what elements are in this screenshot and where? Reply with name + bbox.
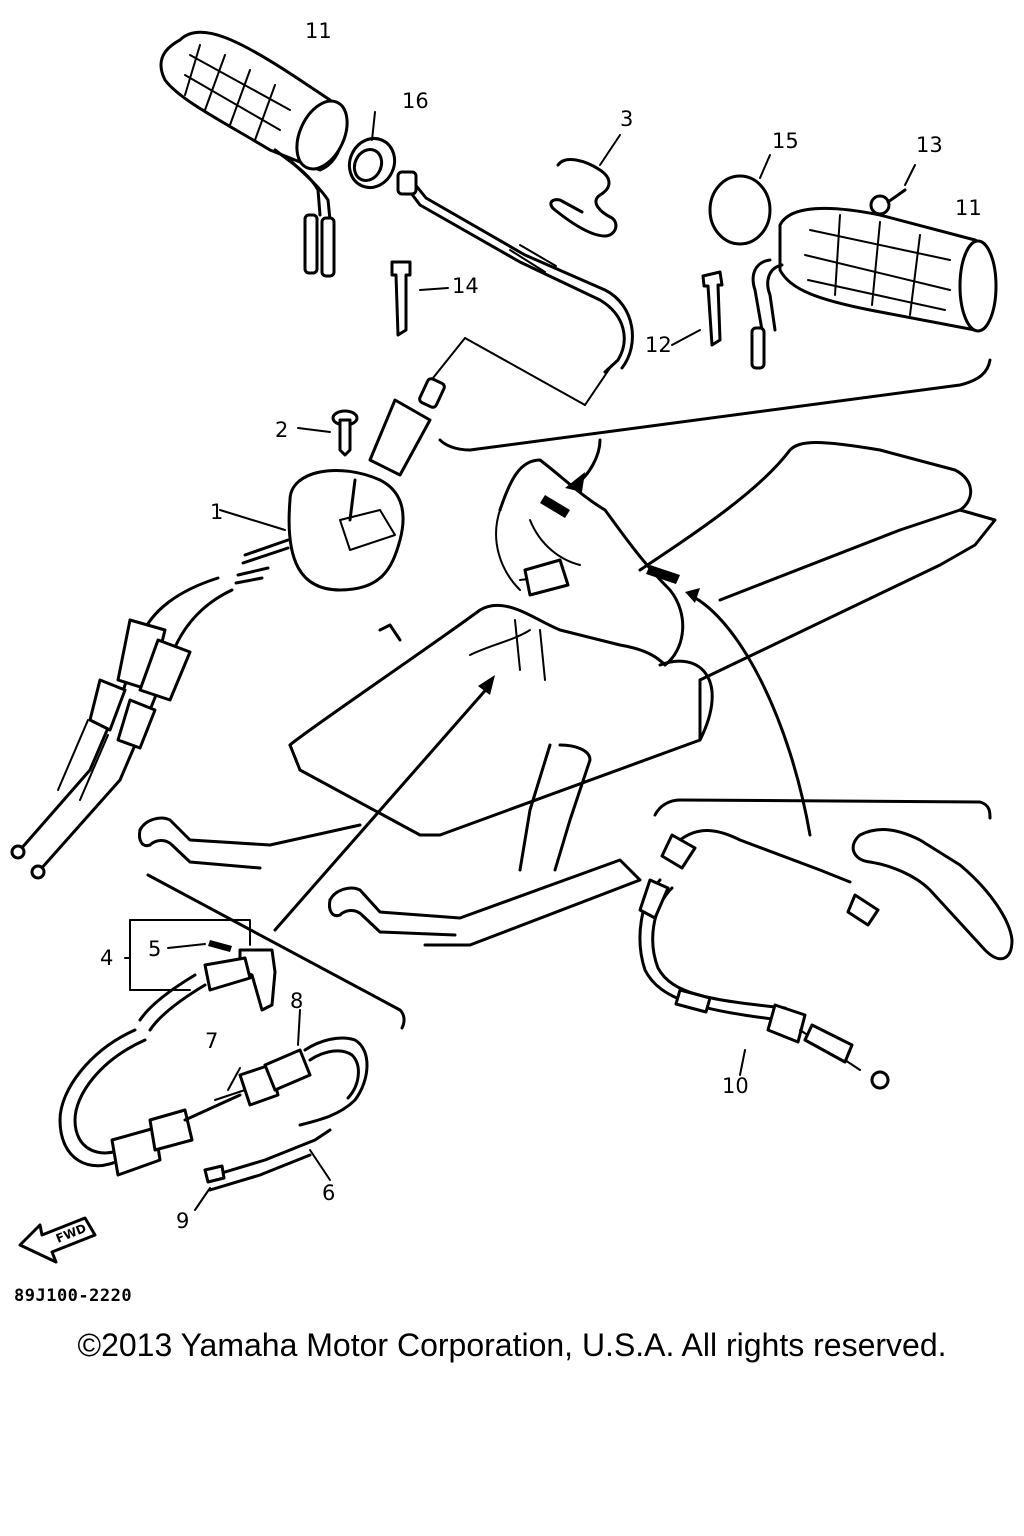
callout-15: 15 [772, 129, 799, 153]
right-handlebar-grip [750, 207, 998, 370]
callout-8: 8 [290, 989, 303, 1013]
grip-screw [869, 164, 916, 216]
callout-1: 1 [210, 500, 223, 524]
diagram-part-code: 89J100-2220 [14, 1286, 133, 1306]
callout-12: 12 [645, 333, 672, 357]
snowmobile-body [138, 441, 997, 947]
left-cables [10, 576, 234, 880]
callout-labels: 11 16 3 15 13 11 14 12 2 1 4 5 8 7 10 6 … [100, 19, 982, 1233]
exploded-parts-diagram: FWD 11 16 3 15 13 11 14 12 2 1 4 5 8 7 1… [10, 19, 1014, 1264]
assembly-arrows [273, 438, 812, 932]
callout-6: 6 [322, 1181, 335, 1205]
callout-3: 3 [620, 107, 633, 131]
cable-pin-right [671, 270, 724, 347]
throttle-housing [219, 377, 446, 592]
callout-16: 16 [402, 89, 429, 113]
callout-9: 9 [176, 1209, 189, 1233]
callout-14: 14 [452, 274, 479, 298]
switch-assembly [124, 919, 277, 1032]
leader-lines [424, 337, 992, 452]
switch-cable-loop [58, 1009, 369, 1211]
callout-11-left: 11 [305, 19, 332, 43]
copyright-notice: ©2013 Yamaha Motor Corporation, U.S.A. A… [77, 1327, 947, 1363]
callout-13: 13 [916, 133, 943, 157]
throttle-cable-upper [396, 170, 634, 374]
brake-lever [851, 828, 1014, 961]
lower-left-group-bracket [146, 873, 406, 1030]
callout-11-right: 11 [955, 196, 982, 220]
grip-ring [347, 111, 397, 189]
callout-2: 2 [275, 418, 288, 442]
cable-pin [390, 260, 449, 337]
left-handlebar-grip [159, 30, 349, 278]
screw [297, 409, 359, 457]
fwd-direction-arrow: FWD [18, 1216, 97, 1264]
callout-4: 4 [100, 946, 113, 970]
callout-7: 7 [205, 1029, 218, 1053]
lower-right-group-bracket [653, 798, 992, 820]
callout-10: 10 [722, 1074, 749, 1098]
callout-5: 5 [148, 937, 161, 961]
brake-cable [638, 829, 890, 1090]
right-grip-ring [708, 154, 772, 246]
cable-clip [549, 134, 621, 238]
